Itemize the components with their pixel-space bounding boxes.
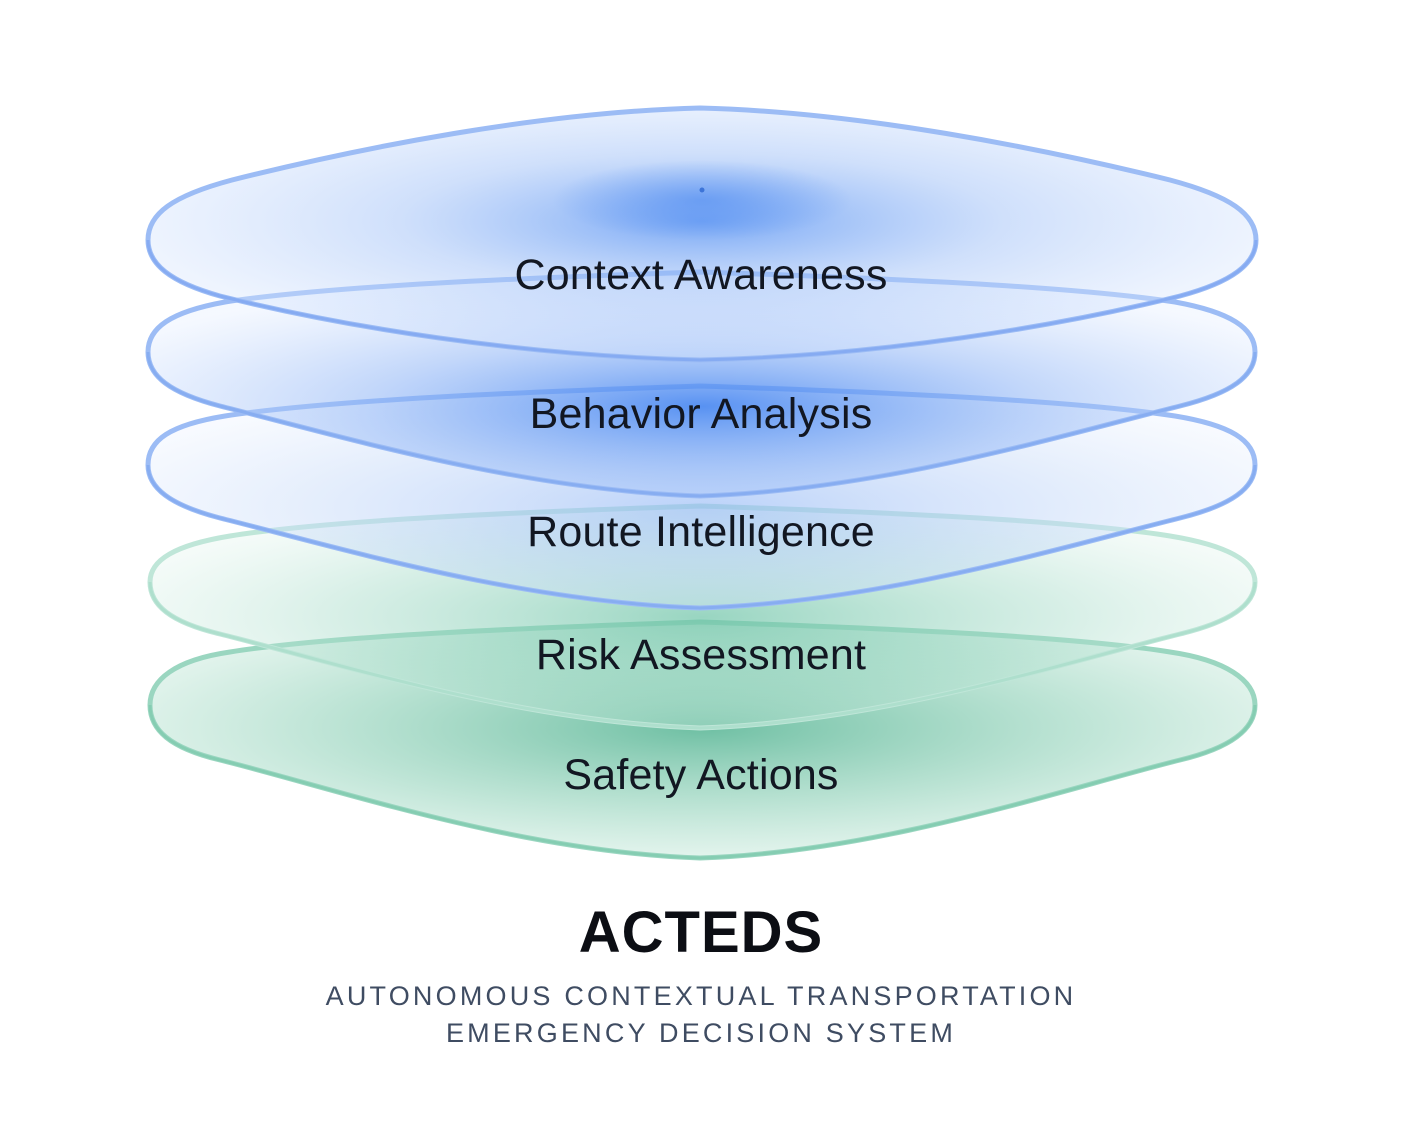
- layer-label-behavior-analysis: Behavior Analysis: [529, 390, 873, 438]
- layer-label-context-awareness: Context Awareness: [514, 251, 888, 299]
- layer-context-awareness-plate: [145, 105, 1259, 363]
- top-plate-center-dot: [699, 187, 705, 193]
- layer-label-safety-actions: Safety Actions: [563, 751, 839, 799]
- layer-label-route-intelligence: Route Intelligence: [527, 508, 875, 556]
- brand-subtitle-line-1: AUTONOMOUS CONTEXTUAL TRANSPORTATION: [325, 981, 1077, 1011]
- brand-title: ACTEDS: [578, 900, 824, 965]
- brand-subtitle-line-2: EMERGENCY DECISION SYSTEM: [445, 1018, 957, 1048]
- layer-label-risk-assessment: Risk Assessment: [535, 631, 867, 679]
- top-plate-glow: [552, 160, 852, 240]
